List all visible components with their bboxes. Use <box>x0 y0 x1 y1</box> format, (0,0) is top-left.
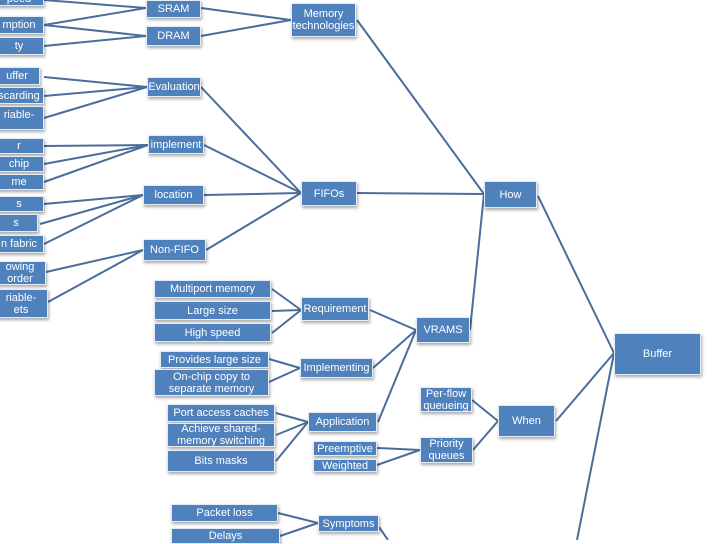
node-left-variable-packets: riable- ets <box>0 289 48 318</box>
node-achieve-shared: Achieve shared- memory switching <box>167 423 275 447</box>
edge-implement-l3 <box>43 144 149 183</box>
node-left-speed: peed <box>0 0 44 6</box>
node-onchip-copy: On-chip copy to separate memory <box>154 369 269 396</box>
edge-req-largesize <box>271 309 302 312</box>
edge-fifos-nonfifo <box>205 192 302 251</box>
edge-sram-left1 <box>43 0 147 9</box>
edge-evaluation-l1 <box>43 76 148 88</box>
node-left-following-order: owing order <box>0 261 46 285</box>
node-high-speed: High speed <box>154 323 271 342</box>
node-preemptive: Preemptive <box>313 441 377 456</box>
edge-req-highspeed <box>271 309 302 334</box>
edge-impl-provides <box>268 358 301 369</box>
edge-evaluation-l3 <box>43 86 148 119</box>
node-when: When <box>498 405 555 437</box>
node-left-fabric: n fabric <box>0 235 44 253</box>
node-left-consumption: mption <box>0 16 44 34</box>
node-implement: implement <box>148 135 204 154</box>
edge-priority-preemptive <box>376 447 421 451</box>
node-weighted: Weighted <box>313 459 377 472</box>
edge-how-memory <box>356 19 485 195</box>
edge-when-perflow <box>471 399 499 422</box>
edge-app-port <box>275 412 309 423</box>
node-left-variable: riable- <box>0 106 44 130</box>
edge-fifos-location <box>203 192 302 196</box>
node-left-r: r <box>0 138 44 154</box>
edge-buffer-when <box>555 352 615 422</box>
edge-dram-left1 <box>43 24 147 37</box>
edge-how-fifos <box>356 192 485 195</box>
edge-impl-onchip <box>268 367 301 383</box>
node-delays: Delays <box>171 528 280 544</box>
node-left-s2: s <box>0 214 38 232</box>
edge-when-priority <box>472 420 499 451</box>
node-left-buffer: uffer <box>0 67 40 85</box>
node-how: How <box>484 181 537 208</box>
edge-location-l3 <box>43 194 144 245</box>
node-port-access-caches: Port access caches <box>167 404 275 422</box>
node-buffer: Buffer <box>614 333 701 375</box>
edge-vrams-implementing <box>372 329 417 369</box>
node-application: Application <box>308 412 377 432</box>
node-implementing: Implementing <box>300 358 373 378</box>
node-symptoms: Symptoms <box>318 515 379 532</box>
node-vrams: VRAMS <box>416 317 470 343</box>
edge-symptoms-down <box>378 526 389 540</box>
edge-fifos-evaluation <box>200 86 302 194</box>
edge-implement-l1 <box>43 144 149 147</box>
node-left-s1: s <box>0 196 44 212</box>
node-bits-masks: Bits masks <box>167 450 275 472</box>
node-memory-technologies: Memory technologies <box>291 3 356 37</box>
node-perflow-queueing: Per-flow queueing <box>420 387 472 412</box>
edge-vrams-application <box>377 329 417 423</box>
node-priority-queues: Priority queues <box>420 437 473 463</box>
edge-req-multiport <box>271 288 302 311</box>
node-provides-large-size: Provides large size <box>160 351 269 368</box>
edge-memory-dram <box>200 19 292 37</box>
node-sram: SRAM <box>146 0 201 18</box>
edge-symptoms-packetloss <box>277 512 319 524</box>
node-dram: DRAM <box>146 26 201 46</box>
edge-buffer-how <box>537 195 615 354</box>
edge-nonfifo-l1 <box>45 249 144 273</box>
node-requirement: Requirement <box>301 297 369 321</box>
edge-app-shared <box>275 421 309 436</box>
node-non-fifo: Non-FIFO <box>143 239 206 261</box>
node-packet-loss: Packet loss <box>171 504 278 522</box>
edge-location-l2 <box>39 194 144 225</box>
edge-implement-l2 <box>43 144 149 165</box>
node-location: location <box>143 185 204 205</box>
edge-evaluation-l2 <box>43 86 148 97</box>
edge-sram-left2 <box>43 7 147 26</box>
edge-how-vrams <box>469 193 485 331</box>
node-evaluation: Evaluation <box>147 77 201 97</box>
node-left-ty: ty <box>0 37 44 55</box>
edge-dram-left2 <box>43 35 147 47</box>
node-large-size: Large size <box>154 301 271 320</box>
node-multiport-memory: Multiport memory <box>154 280 271 298</box>
node-left-me: me <box>0 174 44 190</box>
node-fifos: FIFOs <box>301 181 357 206</box>
edge-fifos-implement <box>203 144 302 194</box>
edge-nonfifo-l2 <box>47 249 144 303</box>
node-left-chip: chip <box>0 156 44 172</box>
edge-app-bits <box>275 421 309 462</box>
edge-symptoms-delays <box>279 522 319 537</box>
edge-buffer-bottom <box>576 352 615 540</box>
edge-priority-weighted <box>376 449 421 466</box>
node-left-discarding: scarding <box>0 87 44 104</box>
edge-memory-sram <box>200 7 292 21</box>
edge-location-l1 <box>43 194 144 205</box>
edge-vrams-requirement <box>369 309 417 331</box>
